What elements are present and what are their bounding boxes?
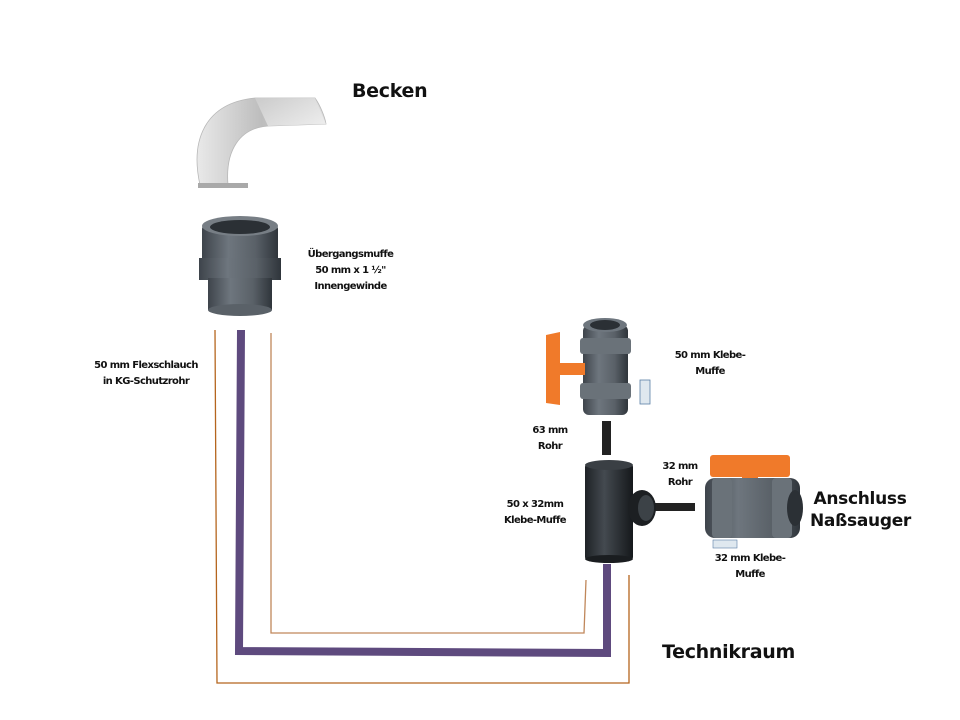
label-t-stueck: 50 x 32mm Klebe-Muffe: [503, 499, 567, 526]
label-rohr-63: 63 mm Rohr: [532, 425, 568, 452]
label-klebe-muffe-50: 50 mm Klebe- Muffe: [674, 350, 746, 377]
label-becken: Becken: [352, 80, 428, 102]
label-rohr-32: 32 mm Rohr: [662, 461, 698, 488]
label-technikraum: Technikraum: [662, 641, 796, 663]
ball-valve-32mm-icon: [705, 455, 803, 549]
pipe-63mm: [602, 421, 611, 455]
threaded-adapter-icon: [199, 216, 281, 316]
conduit-inner-line: [270, 333, 587, 634]
waterfall-spout-icon: [196, 97, 327, 188]
reducing-tee-icon: [585, 460, 656, 563]
ball-valve-50mm-icon: [546, 318, 651, 415]
label-uebergangsmuffe: Übergangsmuffe 50 mm x 1 ½" Innengewinde: [307, 249, 394, 292]
flex-hose-line: [234, 329, 611, 658]
label-flexschlauch: 50 mm Flexschlauch in KG-Schutzrohr: [94, 360, 198, 387]
label-klebe-muffe-32: 32 mm Klebe- Muffe: [714, 553, 786, 580]
pipe-32mm: [655, 503, 695, 511]
conduit-outer-line: [214, 329, 630, 684]
label-anschluss-nasssauger: Anschluss Naßsauger: [810, 489, 912, 531]
